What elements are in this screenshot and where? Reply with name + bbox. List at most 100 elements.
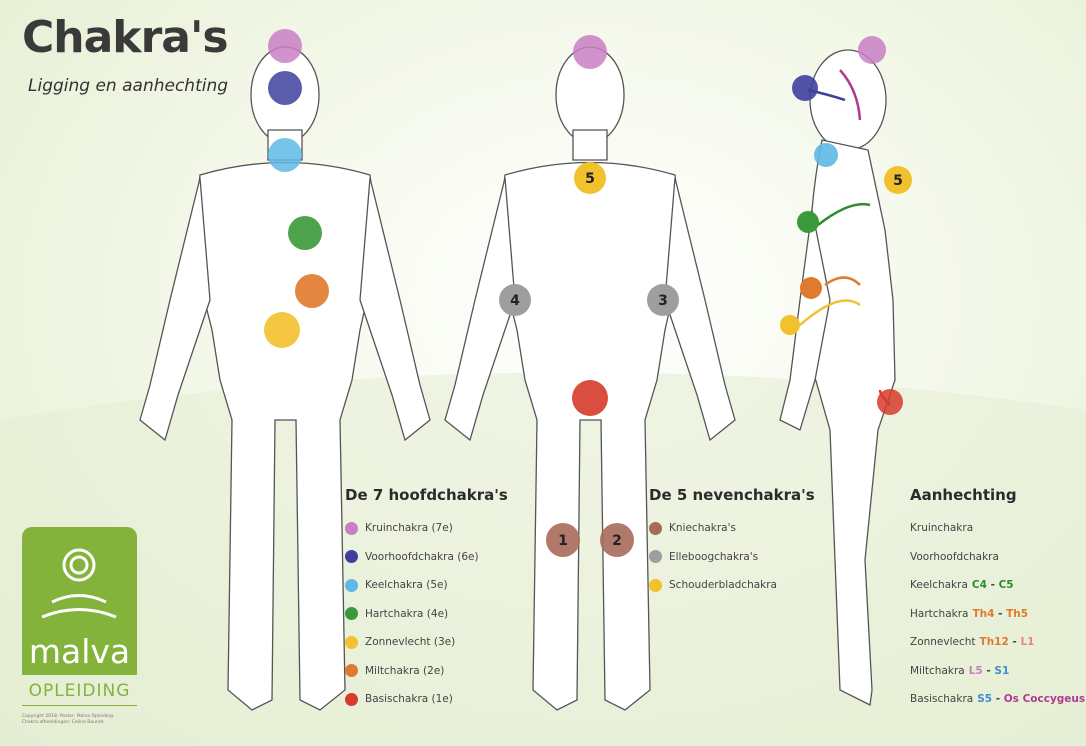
attachment-from: S5 [977, 693, 993, 706]
main-legend-label: Miltchakra (2e) [365, 664, 445, 677]
attachment-from: Th4 [972, 607, 995, 620]
side-chakra-milt [800, 277, 822, 299]
attachment-name: Zonnevlecht [910, 636, 976, 649]
attachment-name: Basischakra [910, 693, 974, 706]
attachment-to: C5 [998, 579, 1014, 592]
spiral-icon [41, 548, 117, 619]
attachment-name: Voorhoofdchakra [910, 550, 999, 563]
copyright-line-1: Copyright 2018: Poster: Malva Opleiding. [22, 714, 115, 719]
attachment-from: Th12 [979, 636, 1009, 649]
attachment-sep: - [986, 579, 999, 592]
front-chakra-zonne [264, 312, 300, 348]
main-legend-label: Hartchakra (4e) [365, 607, 449, 620]
minor-legend-item: Kniechakra's [649, 514, 815, 543]
minor-legend-item: Elleboogchakra's [649, 543, 815, 572]
main-legend-label: Basischakra (1e) [365, 693, 453, 706]
side-chakra-zonne [780, 315, 800, 335]
front-chakra-hart [288, 216, 322, 250]
main-legend-label: Zonnevlecht (3e) [365, 636, 456, 649]
front-chakra-milt [295, 274, 329, 308]
back-chakra-knie-right [600, 523, 634, 557]
attachment-from: L5 [968, 664, 983, 677]
minor-legend-label: Schouderbladchakra [669, 579, 777, 592]
chakra-dot-icon [345, 664, 358, 678]
main-legend-label: Keelchakra (5e) [365, 579, 448, 592]
attachment-to: Th5 [1006, 607, 1029, 620]
side-chakra-hart [797, 211, 819, 233]
chakra-dot-icon [649, 550, 662, 564]
back-label-right-elbow: 3 [658, 293, 668, 309]
attachment-from: C4 [971, 579, 987, 592]
main-legend-item: Zonnevlecht (3e) [345, 628, 508, 657]
chakra-dot-icon [345, 550, 358, 564]
side-chakra-keel [814, 143, 838, 167]
attachment-item: Kruinchakra [910, 514, 1085, 543]
attachment-sep: - [992, 693, 1004, 706]
main-legend-item: Kruinchakra (7e) [345, 514, 508, 543]
minor-legend-heading: De 5 nevenchakra's [649, 486, 815, 504]
main-legend-item: Miltchakra (2e) [345, 657, 508, 686]
attachment-sep: - [994, 607, 1007, 620]
main-legend-label: Kruinchakra (7e) [365, 522, 453, 535]
main-legend-heading: De 7 hoofdchakra's [345, 486, 508, 504]
attachment-sep: - [982, 664, 995, 677]
back-chakra-elleboog-left [499, 284, 531, 316]
side-chakra-kruin [858, 36, 886, 64]
attachment-name: Hartchakra [910, 607, 969, 620]
back-chakra-kruin [573, 35, 607, 69]
logo-sub: OPLEIDING [28, 681, 131, 701]
chakra-dot-icon [345, 635, 358, 649]
attachment-item: Voorhoofdchakra [910, 543, 1085, 572]
back-label-knee-right: 2 [612, 533, 622, 549]
attachment-heading: Aanhechting [910, 486, 1017, 504]
logo-word: malva [28, 632, 131, 671]
attachment-name: Miltchakra [910, 664, 965, 677]
page-title: Chakra's [22, 12, 229, 63]
malva-logo: malva OPLEIDING [22, 527, 137, 706]
chakra-dot-icon [345, 607, 358, 621]
main-legend-label: Voorhoofdchakra (6e) [365, 550, 479, 563]
copyright-line-2: Chakra afbeeldingen: Celine Baunet. [22, 720, 105, 725]
copyright: Copyright 2018: Poster: Malva Opleiding.… [22, 714, 142, 726]
chakra-dot-icon [345, 578, 358, 592]
back-chakra-schouder [574, 162, 606, 194]
side-chakra-voorhoofd [792, 75, 818, 101]
main-legend-item: Keelchakra (5e) [345, 571, 508, 600]
main-legend-item: Basischakra (1e) [345, 685, 508, 714]
chakra-dot-icon [649, 521, 662, 535]
attachment-name: Keelchakra [910, 579, 968, 592]
main-chakra-legend: De 7 hoofdchakra's Kruinchakra (7e) Voorh… [345, 486, 508, 714]
back-label-knee-left: 1 [558, 533, 568, 549]
attachment-to: Os Coccygeus [1003, 693, 1086, 706]
main-legend-item: Voorhoofdchakra (6e) [345, 543, 508, 572]
front-chakra-keel [268, 138, 302, 172]
minor-legend-item: Schouderbladchakra [649, 571, 815, 600]
back-chakra-basis [572, 380, 608, 416]
back-label-left-elbow: 4 [510, 293, 520, 309]
page-subtitle: Ligging en aanhechting [28, 76, 229, 96]
minor-legend-label: Elleboogchakra's [669, 550, 759, 563]
side-chakra-basis [877, 389, 903, 415]
back-label-shoulder: 5 [585, 171, 595, 187]
attachment-to: L1 [1020, 636, 1035, 649]
attachment-sep: - [1008, 636, 1021, 649]
logo-box: malva [22, 527, 137, 675]
back-chakra-knie-left [546, 523, 580, 557]
chakra-dot-icon [345, 692, 358, 706]
front-chakra-voorhoofd [268, 71, 302, 105]
side-chakra-schouder [884, 166, 912, 194]
attachment-to: S1 [994, 664, 1010, 677]
chakra-dot-icon [345, 521, 358, 535]
front-chakra-kruin [268, 29, 302, 63]
